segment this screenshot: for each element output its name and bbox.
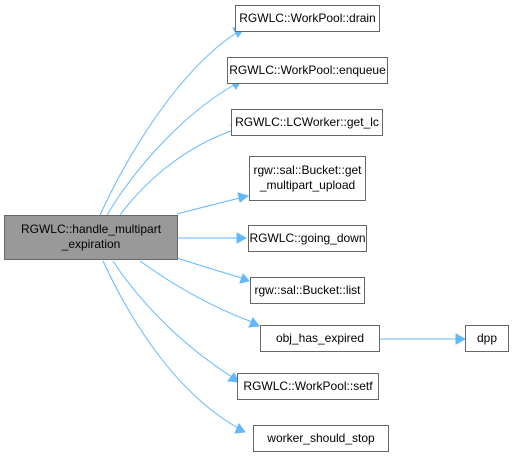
node-label-line1: rgw::sal::Bucket::get <box>253 163 362 177</box>
node-going-down[interactable]: RGWLC::going_down <box>248 225 367 252</box>
edge-root-to-drain <box>99 27 245 216</box>
edge-root-to-going-down <box>177 232 248 244</box>
node-setf[interactable]: RGWLC::WorkPool::setf <box>237 373 379 400</box>
node-dpp[interactable]: dpp <box>465 325 509 352</box>
node-label: RGWLC::WorkPool::setf <box>243 379 373 393</box>
node-enqueue[interactable]: RGWLC::WorkPool::enqueue <box>227 57 388 84</box>
node-label-line2: _multipart_upload <box>259 178 355 192</box>
edge-root-to-setf <box>112 260 240 383</box>
node-label: RGWLC::WorkPool::drain <box>239 11 375 25</box>
edge-root-to-get-multipart-upload <box>176 192 250 215</box>
edge-root-to-obj-has-expired <box>139 260 260 328</box>
node-list[interactable]: rgw::sal::Bucket::list <box>250 277 365 304</box>
node-root-handle-multipart-expiration[interactable]: RGWLC::handle_multipart _expiration <box>4 215 178 260</box>
node-label: dpp <box>477 331 497 345</box>
root-label-line2: _expiration <box>61 237 121 251</box>
node-label: RGWLC::going_down <box>249 231 365 245</box>
node-get-multipart-upload[interactable]: rgw::sal::Bucket::get _multipart_upload <box>249 156 366 201</box>
node-worker-should-stop[interactable]: worker_should_stop <box>253 425 389 452</box>
node-label: obj_has_expired <box>276 331 364 345</box>
node-label: RGWLC::WorkPool::enqueue <box>229 63 386 77</box>
node-drain[interactable]: RGWLC::WorkPool::drain <box>235 5 380 32</box>
edge-root-to-enqueue <box>106 79 242 216</box>
node-label: rgw::sal::Bucket::list <box>254 283 361 297</box>
node-obj-has-expired[interactable]: obj_has_expired <box>260 325 380 352</box>
edge-root-to-list <box>176 257 250 284</box>
edge-obj-has-expired-to-dpp <box>380 333 467 345</box>
node-label: worker_should_stop <box>266 431 375 445</box>
node-get-lc[interactable]: RGWLC::LCWorker::get_lc <box>231 109 383 136</box>
node-label: RGWLC::LCWorker::get_lc <box>235 115 379 129</box>
edge-root-to-worker-should-stop <box>102 260 246 434</box>
root-label-line1: RGWLC::handle_multipart <box>21 222 162 236</box>
